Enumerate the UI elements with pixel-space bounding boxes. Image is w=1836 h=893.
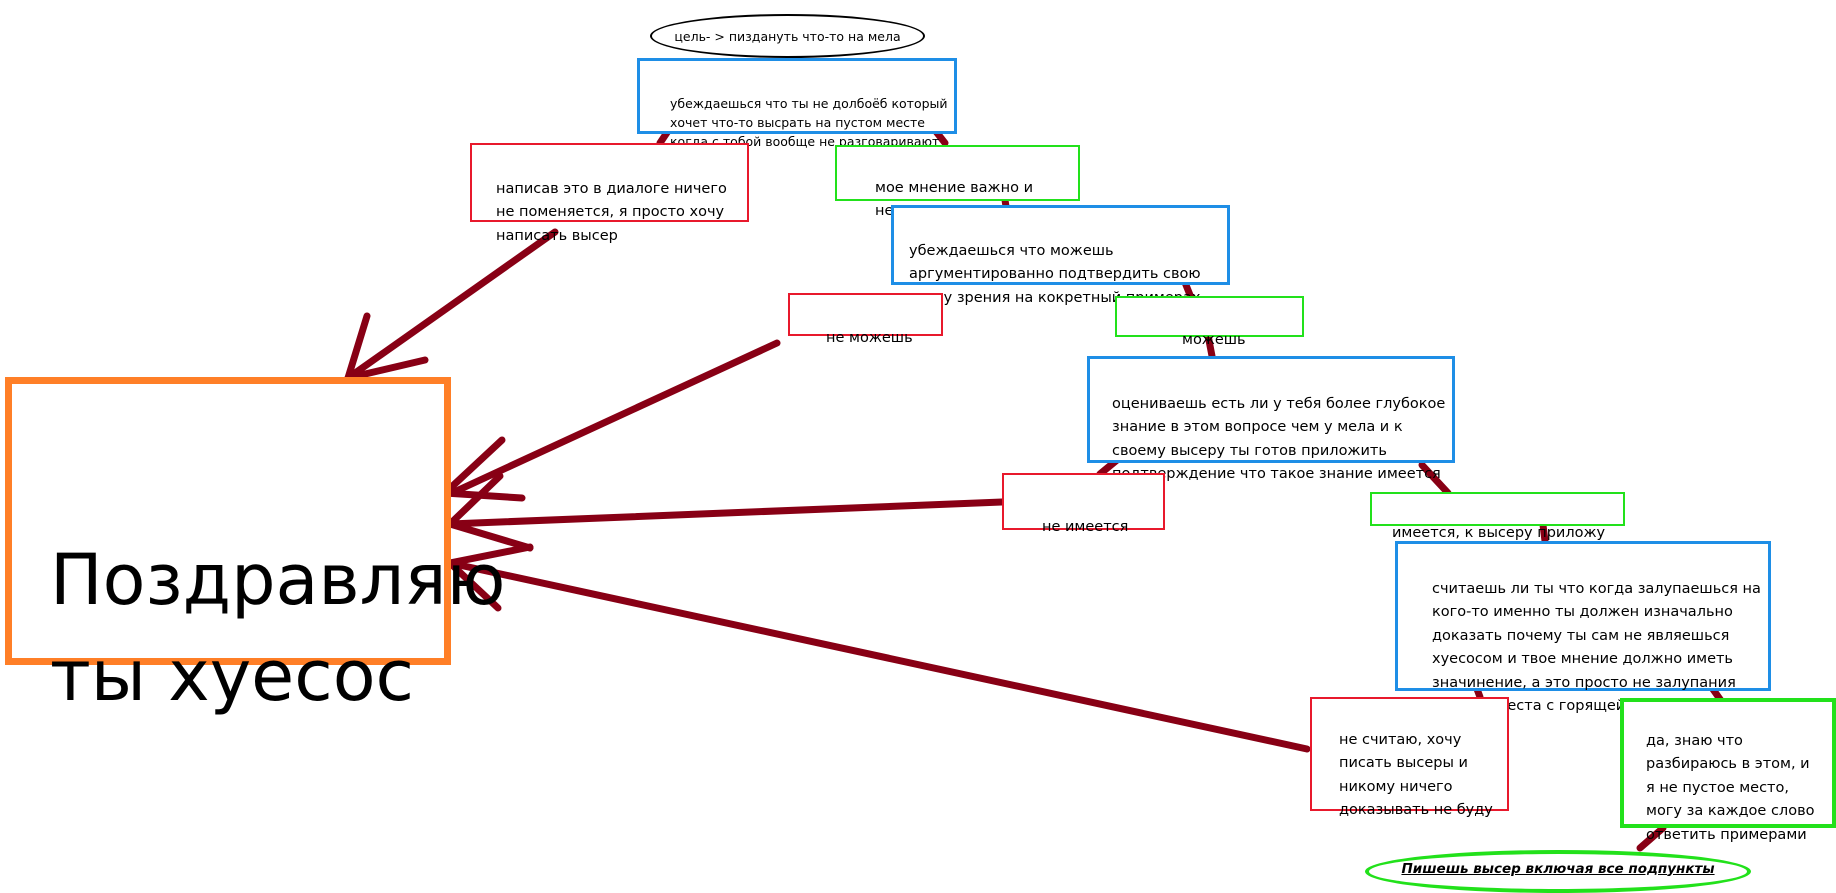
connector-knowledge-has xyxy=(1418,461,1452,497)
step-check-not-idiot: убеждаешься что ты не долбоёб который хо… xyxy=(637,58,957,149)
step-can-text: можешь xyxy=(1182,331,1246,348)
step-can: можешь xyxy=(1115,296,1304,348)
step-no-knowledge: не имеется xyxy=(1002,473,1165,535)
step-cannot: не можешь xyxy=(788,293,943,346)
step-check-can-argue: убеждаешься что можешь аргументированно … xyxy=(891,205,1230,306)
step-opinion-matters: мое мнение важно и несет пользу xyxy=(835,145,1080,219)
goal-ellipse: цель- > пиздануть что-то на мела xyxy=(650,14,925,58)
step-no-change-text: написав это в диалоге ничего не поменяет… xyxy=(496,180,727,244)
step-yes-know: да, знаю что разбираюсь в этом, и я не п… xyxy=(1620,698,1836,843)
goal-text: цель- > пиздануть что-то на мела xyxy=(674,28,901,44)
arrow-cannot-result xyxy=(448,339,781,497)
step-check-can-argue-text: убеждаешься что можешь аргументированно … xyxy=(909,242,1201,306)
result-ok-ellipse: Пишешь высер включая все подпункты xyxy=(1365,850,1751,893)
step-check-knowledge-text: оцениваешь есть ли у тебя более глубокое… xyxy=(1112,395,1446,483)
step-no-change: написав это в диалоге ничего не поменяет… xyxy=(470,143,749,244)
step-has-knowledge-text: имеется, к высеру приложу xyxy=(1392,524,1606,541)
arrow-dont-result xyxy=(446,559,1311,753)
step-cannot-text: не можешь xyxy=(826,329,913,346)
step-check-prove: считаешь ли ты что когда залупаешься на … xyxy=(1395,541,1771,714)
arrow-nochange-result xyxy=(344,228,559,382)
step-yes-know-text: да, знаю что разбираюсь в этом, и я не п… xyxy=(1646,732,1815,843)
step-dont-think-text: не считаю, хочу писать высеры и никому н… xyxy=(1339,731,1493,819)
result-fail-box: Поздравляю ты хуесос xyxy=(5,377,505,717)
connector-has-prove xyxy=(1539,521,1549,545)
result-ok-text: Пишешь высер включая все подпункты xyxy=(1401,860,1715,877)
step-no-knowledge-text: не имеется xyxy=(1042,518,1129,535)
step-has-knowledge: имеется, к высеру приложу xyxy=(1370,492,1625,541)
arrow-noknowledge-result xyxy=(446,498,1006,528)
step-dont-think: не считаю, хочу писать высеры и никому н… xyxy=(1310,697,1509,818)
step-check-knowledge: оцениваешь есть ли у тебя более глубокое… xyxy=(1087,356,1455,482)
connector-yes-final xyxy=(1636,824,1667,852)
step-check-not-idiot-text: убеждаешься что ты не долбоёб который хо… xyxy=(670,96,948,149)
result-fail-text: Поздравляю ты хуесос xyxy=(50,539,506,717)
step-check-prove-text: считаешь ли ты что когда залупаешься на … xyxy=(1432,580,1761,715)
